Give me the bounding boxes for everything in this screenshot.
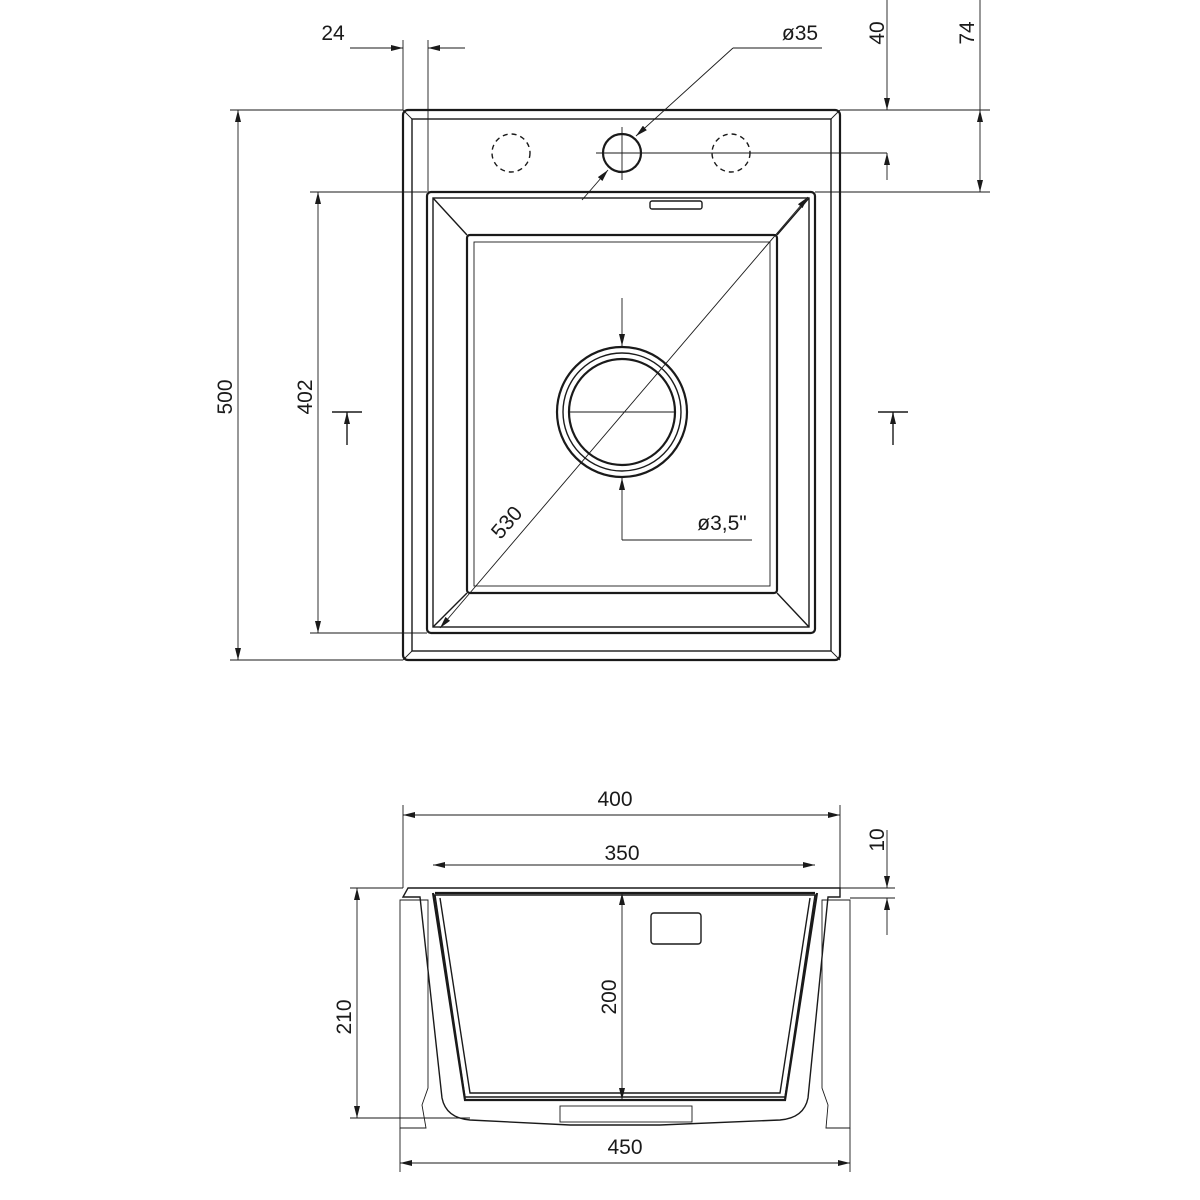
countertop-right (821, 899, 851, 1129)
dim-overall-height: 210 (333, 999, 356, 1034)
dim-overall-width: 400 (597, 788, 632, 811)
dim-cabinet-width: 450 (607, 1136, 642, 1159)
bowl-outline (425, 190, 817, 635)
dim-tap-hole-diameter: ø35 (782, 22, 818, 45)
dim-bowl-depth: 402 (294, 379, 317, 414)
drain-section (559, 1105, 693, 1123)
dim-rim-depth: 74 (956, 21, 979, 45)
sink-body-section (401, 887, 841, 1126)
sink-outline (401, 108, 842, 662)
dim-edge-offset: 24 (321, 22, 345, 45)
overflow (649, 200, 703, 210)
dim-drain-diameter: ø3,5" (697, 512, 746, 535)
dim-diagonal: 530 (487, 502, 527, 544)
dim-tap-hole-offset: 40 (866, 21, 889, 44)
section-view: 400 350 10 210 200 450 (333, 788, 895, 1172)
tap-hole-optional-left (491, 133, 531, 173)
rim-edge (411, 118, 832, 652)
overflow-section (650, 912, 702, 945)
top-view: 24 ø35 40 74 500 402 530 ø3,5" (214, 0, 990, 662)
dim-rim-thickness: 10 (866, 828, 889, 851)
dim-bowl-width: 350 (604, 842, 639, 865)
dim-overall-depth: 500 (214, 379, 237, 414)
dim-bowl-height: 200 (598, 979, 621, 1014)
